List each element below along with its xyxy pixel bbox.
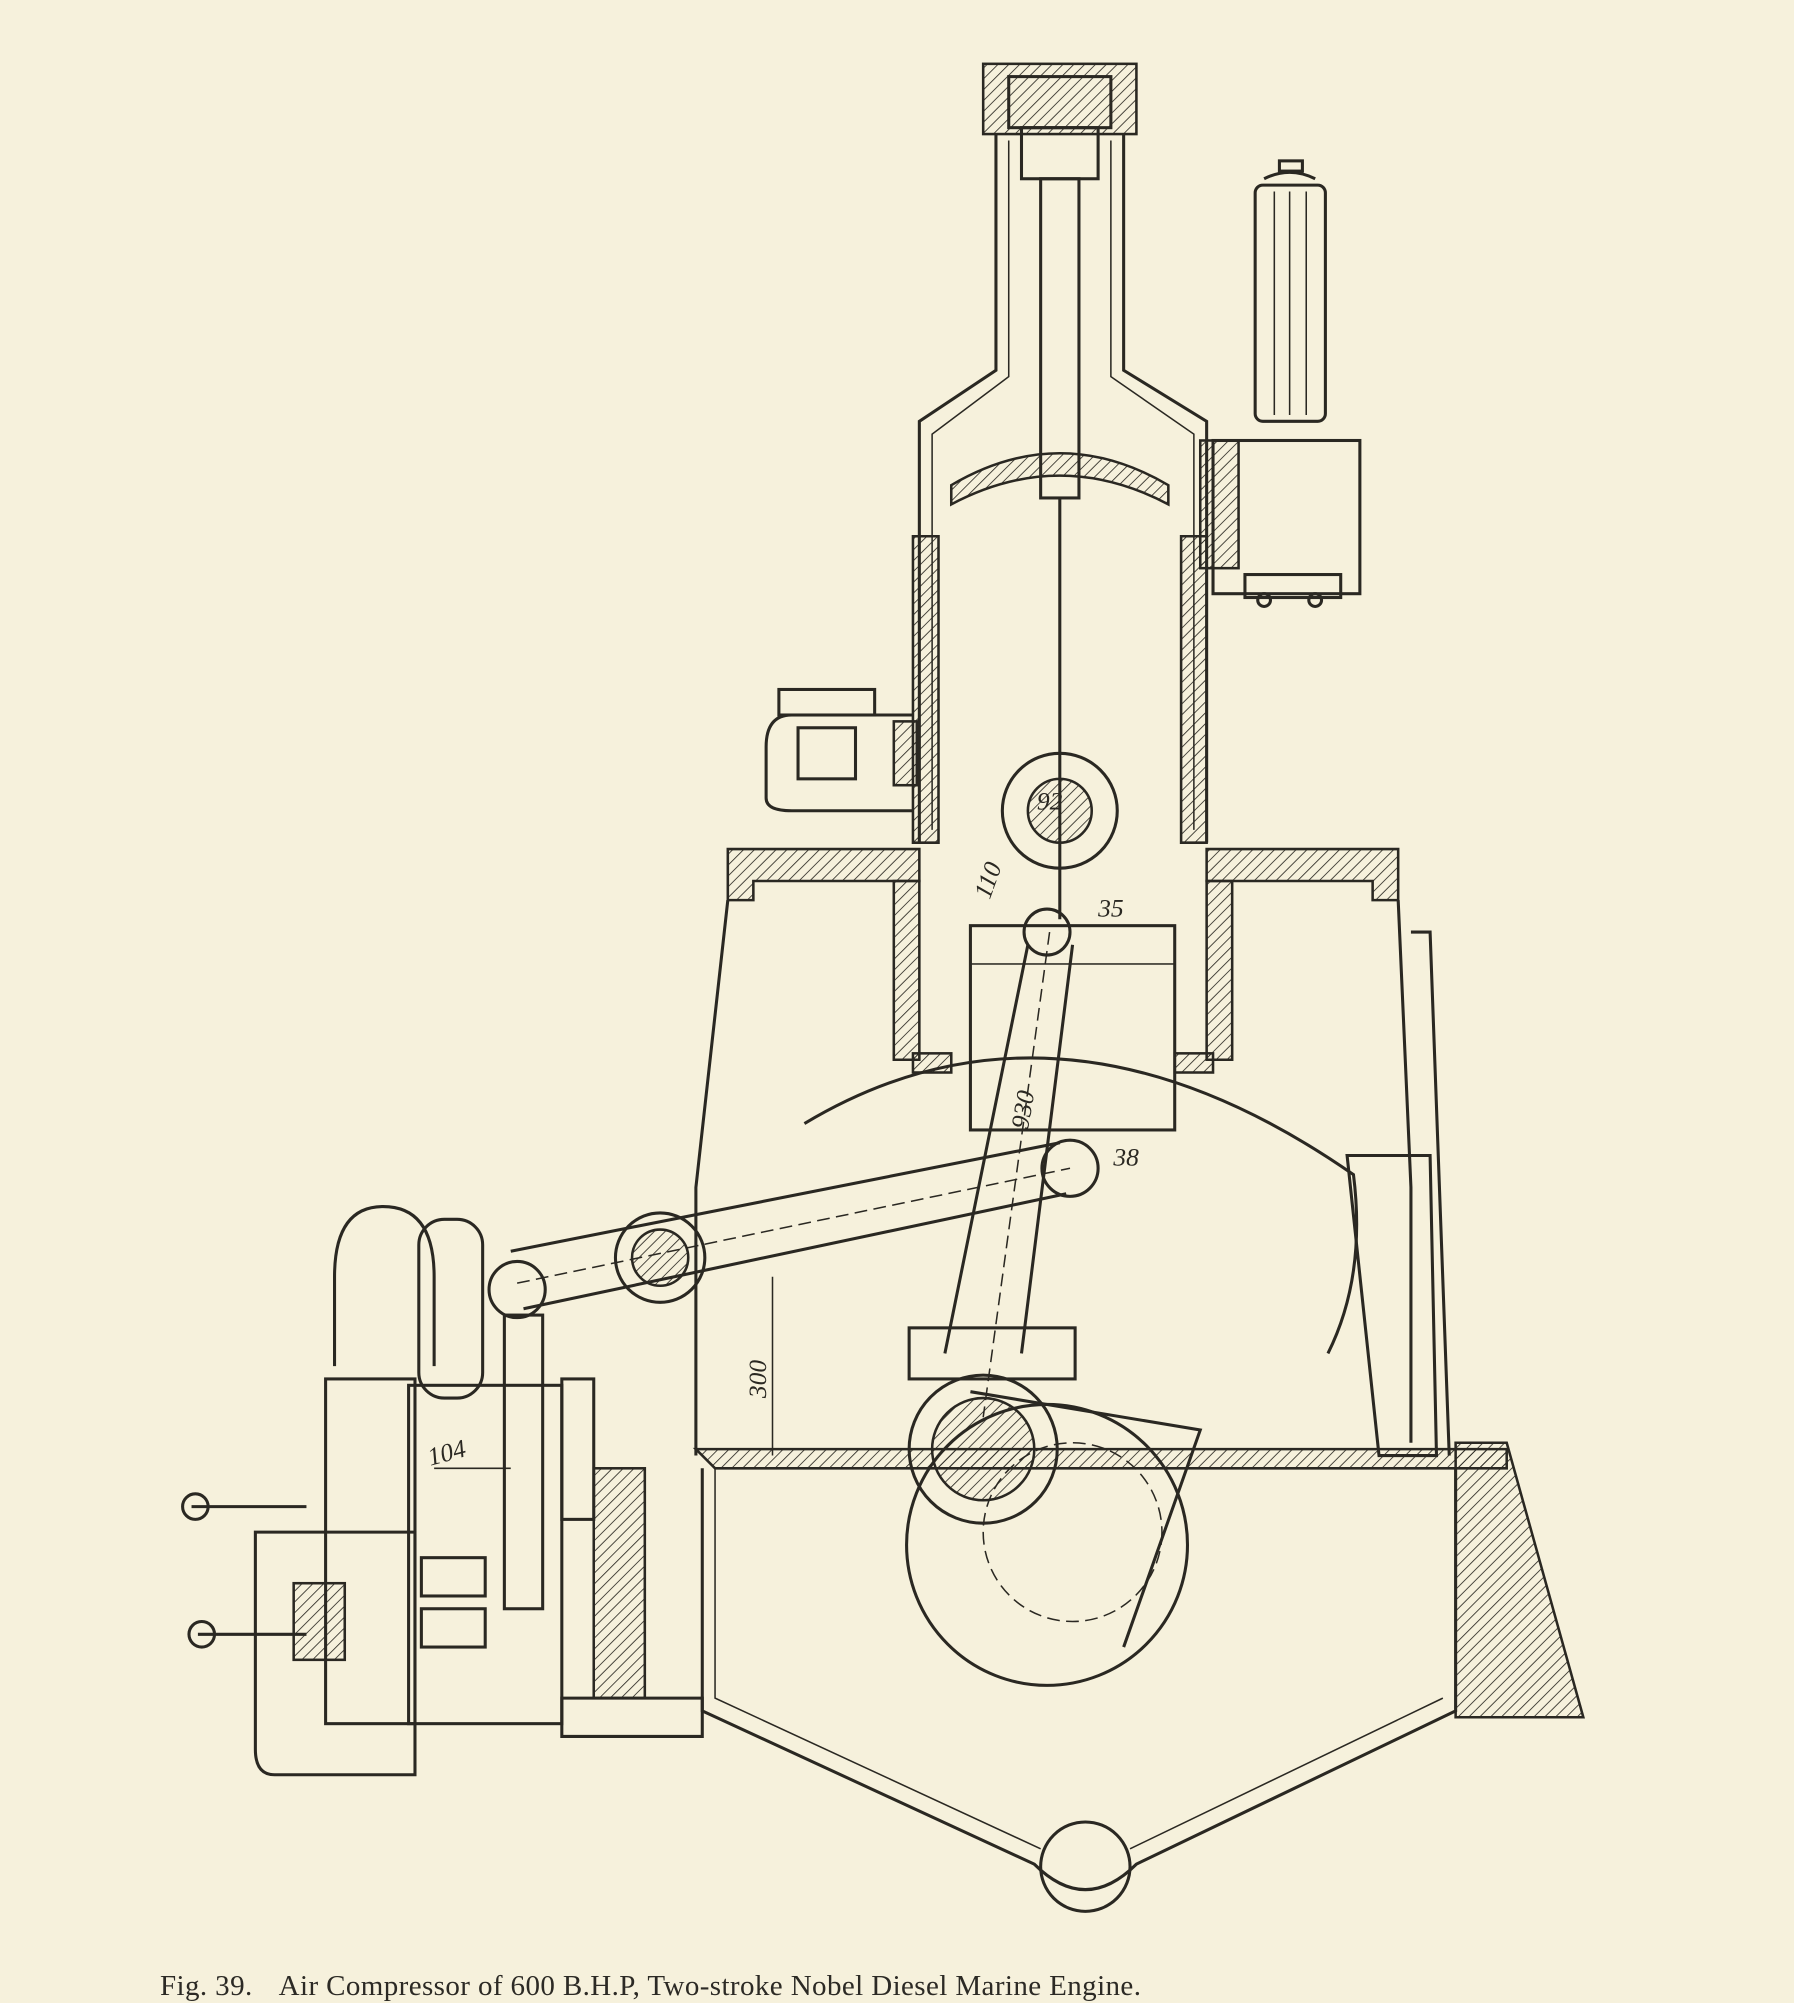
dim-lever-height: 300 bbox=[743, 1360, 772, 1400]
figure-number: Fig. 39. bbox=[160, 1970, 253, 2002]
connecting-rod bbox=[905, 751, 1203, 1687]
dim-small-end-offset: 110 bbox=[968, 858, 1008, 902]
rocker-lever bbox=[487, 1138, 1100, 1456]
figure-caption-text: Air Compressor of 600 B.H.P, Two-stroke … bbox=[278, 1970, 1142, 2002]
dim-rod-length: 930 bbox=[1005, 1088, 1040, 1131]
low-pressure-compressor bbox=[181, 1205, 647, 1777]
suction-valve-box bbox=[764, 687, 919, 813]
crosshead-piston bbox=[968, 924, 1177, 1132]
compressor-cylinder-head bbox=[917, 62, 1209, 920]
lubricator-vessel bbox=[1198, 159, 1362, 609]
dim-small-end-diameter: 92 bbox=[1037, 786, 1063, 815]
crankcase-frame bbox=[560, 534, 1585, 1913]
dim-lever-pin: 38 bbox=[1112, 1143, 1139, 1172]
dim-wrist-pin: 35 bbox=[1097, 894, 1124, 923]
dim-compressor-offset: 104 bbox=[424, 1434, 469, 1472]
figure-caption: Fig. 39. Air Compressor of 600 B.H.P, Two… bbox=[160, 1970, 1141, 2003]
